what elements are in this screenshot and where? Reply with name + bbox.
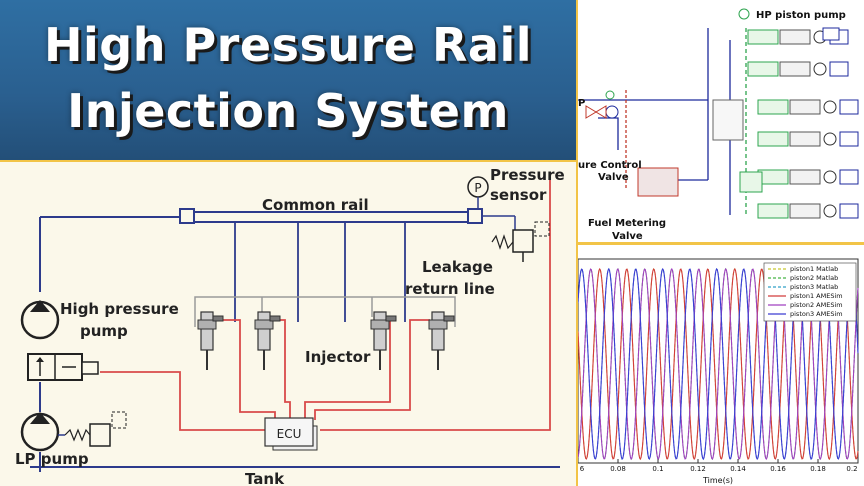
- pressure-control-label-1: ure Control: [578, 160, 642, 171]
- x-tick-label: 0.16: [770, 465, 786, 473]
- lp-relief-valve-icon: [58, 411, 127, 447]
- x-tick-label: 6: [580, 465, 585, 473]
- pressure-sensor-icon: P: [467, 176, 489, 209]
- rail-relief-valve-icon: [482, 215, 550, 262]
- leakage-label-1: Leakage: [422, 258, 493, 276]
- x-tick-label: 0.18: [810, 465, 826, 473]
- injector-label: Injector: [305, 348, 371, 366]
- leakage-label-2: return line: [405, 280, 495, 298]
- piston-pump-blocks: [637, 27, 859, 219]
- pressure-sensor-label-1: Pressure: [490, 166, 565, 184]
- pressure-control-valve-icon: [585, 105, 619, 119]
- title-line-2: Injection System: [67, 84, 509, 138]
- schematic-p-label: P: [578, 98, 585, 109]
- simulation-schematic: HP piston pump P ure Control Valve Fuel …: [578, 0, 864, 242]
- x-tick-label: 0.14: [730, 465, 746, 473]
- x-axis-label: Time(s): [702, 476, 733, 485]
- waveform-svg: 6 0.08 0.1 0.12 0.14 0.16 0.18 0.2 piston1 Matl…: [578, 258, 859, 485]
- hp-piston-pump-label: HP piston pump: [756, 10, 846, 21]
- series-line-6: [578, 267, 859, 461]
- x-tick-label: 0.12: [690, 465, 706, 473]
- fuel-metering-label-2: Valve: [612, 231, 643, 242]
- rail-system-svg: P ECU Common rail Pressure sensor Leakag…: [15, 166, 565, 486]
- legend-label: piston2 Matlab: [790, 274, 838, 282]
- ecu-wiring: [100, 177, 551, 431]
- pressure-sensor-symbol: P: [474, 181, 481, 195]
- fuel-metering-label-1: Fuel Metering: [588, 218, 666, 229]
- schematic-gauge-icon: [605, 8, 750, 100]
- pressure-control-label-2: Valve: [598, 172, 629, 183]
- ecu-block: ECU: [264, 417, 318, 451]
- injector-1-icon: [197, 311, 224, 370]
- legend-box: [763, 262, 857, 322]
- legend-label: piston1 Matlab: [790, 265, 838, 273]
- tank-label: Tank: [245, 470, 285, 486]
- lp-pump-label: LP pump: [15, 450, 89, 468]
- injector-3-icon: [370, 311, 397, 370]
- title-banner: High Pressure Rail Injection System: [0, 0, 576, 160]
- common-rail-label: Common rail: [262, 196, 369, 214]
- control-valve-icon: [27, 353, 99, 381]
- pressure-sensor-label-2: sensor: [490, 186, 547, 204]
- injector-4-icon: [428, 311, 455, 370]
- x-tick-label: 0.2: [846, 465, 857, 473]
- x-tick-label: 0.1: [652, 465, 663, 473]
- rail-drop-lines: [234, 222, 406, 322]
- rail-system-diagram: P ECU Common rail Pressure sensor Leakag…: [0, 162, 576, 486]
- lp-pump-icon: [20, 412, 60, 452]
- x-tick-label: 0.08: [610, 465, 626, 473]
- ecu-label: ECU: [277, 427, 302, 441]
- legend-label: piston1 AMESim: [790, 292, 843, 300]
- legend-label: piston2 AMESim: [790, 301, 843, 309]
- hp-pump-label-2: pump: [80, 322, 128, 340]
- schematic-svg: HP piston pump P ure Control Valve Fuel …: [578, 8, 859, 242]
- hp-pump-label-1: High pressure: [60, 300, 179, 318]
- schematic-pcv-line: [598, 117, 619, 150]
- legend-label: piston3 AMESim: [790, 310, 843, 318]
- title-line-1: High Pressure Rail: [44, 18, 532, 72]
- high-pressure-pump-icon: [20, 300, 60, 340]
- injector-2-icon: [254, 311, 281, 370]
- piston-waveform-chart: 6 0.08 0.1 0.12 0.14 0.16 0.18 0.2 piston1 Matl…: [578, 245, 864, 486]
- leakage-return-line: [194, 296, 456, 327]
- tick-group: 6 0.08 0.1 0.12 0.14 0.16 0.18 0.2: [578, 459, 859, 473]
- legend-label: piston3 Matlab: [790, 283, 838, 291]
- common-rail: [179, 208, 483, 224]
